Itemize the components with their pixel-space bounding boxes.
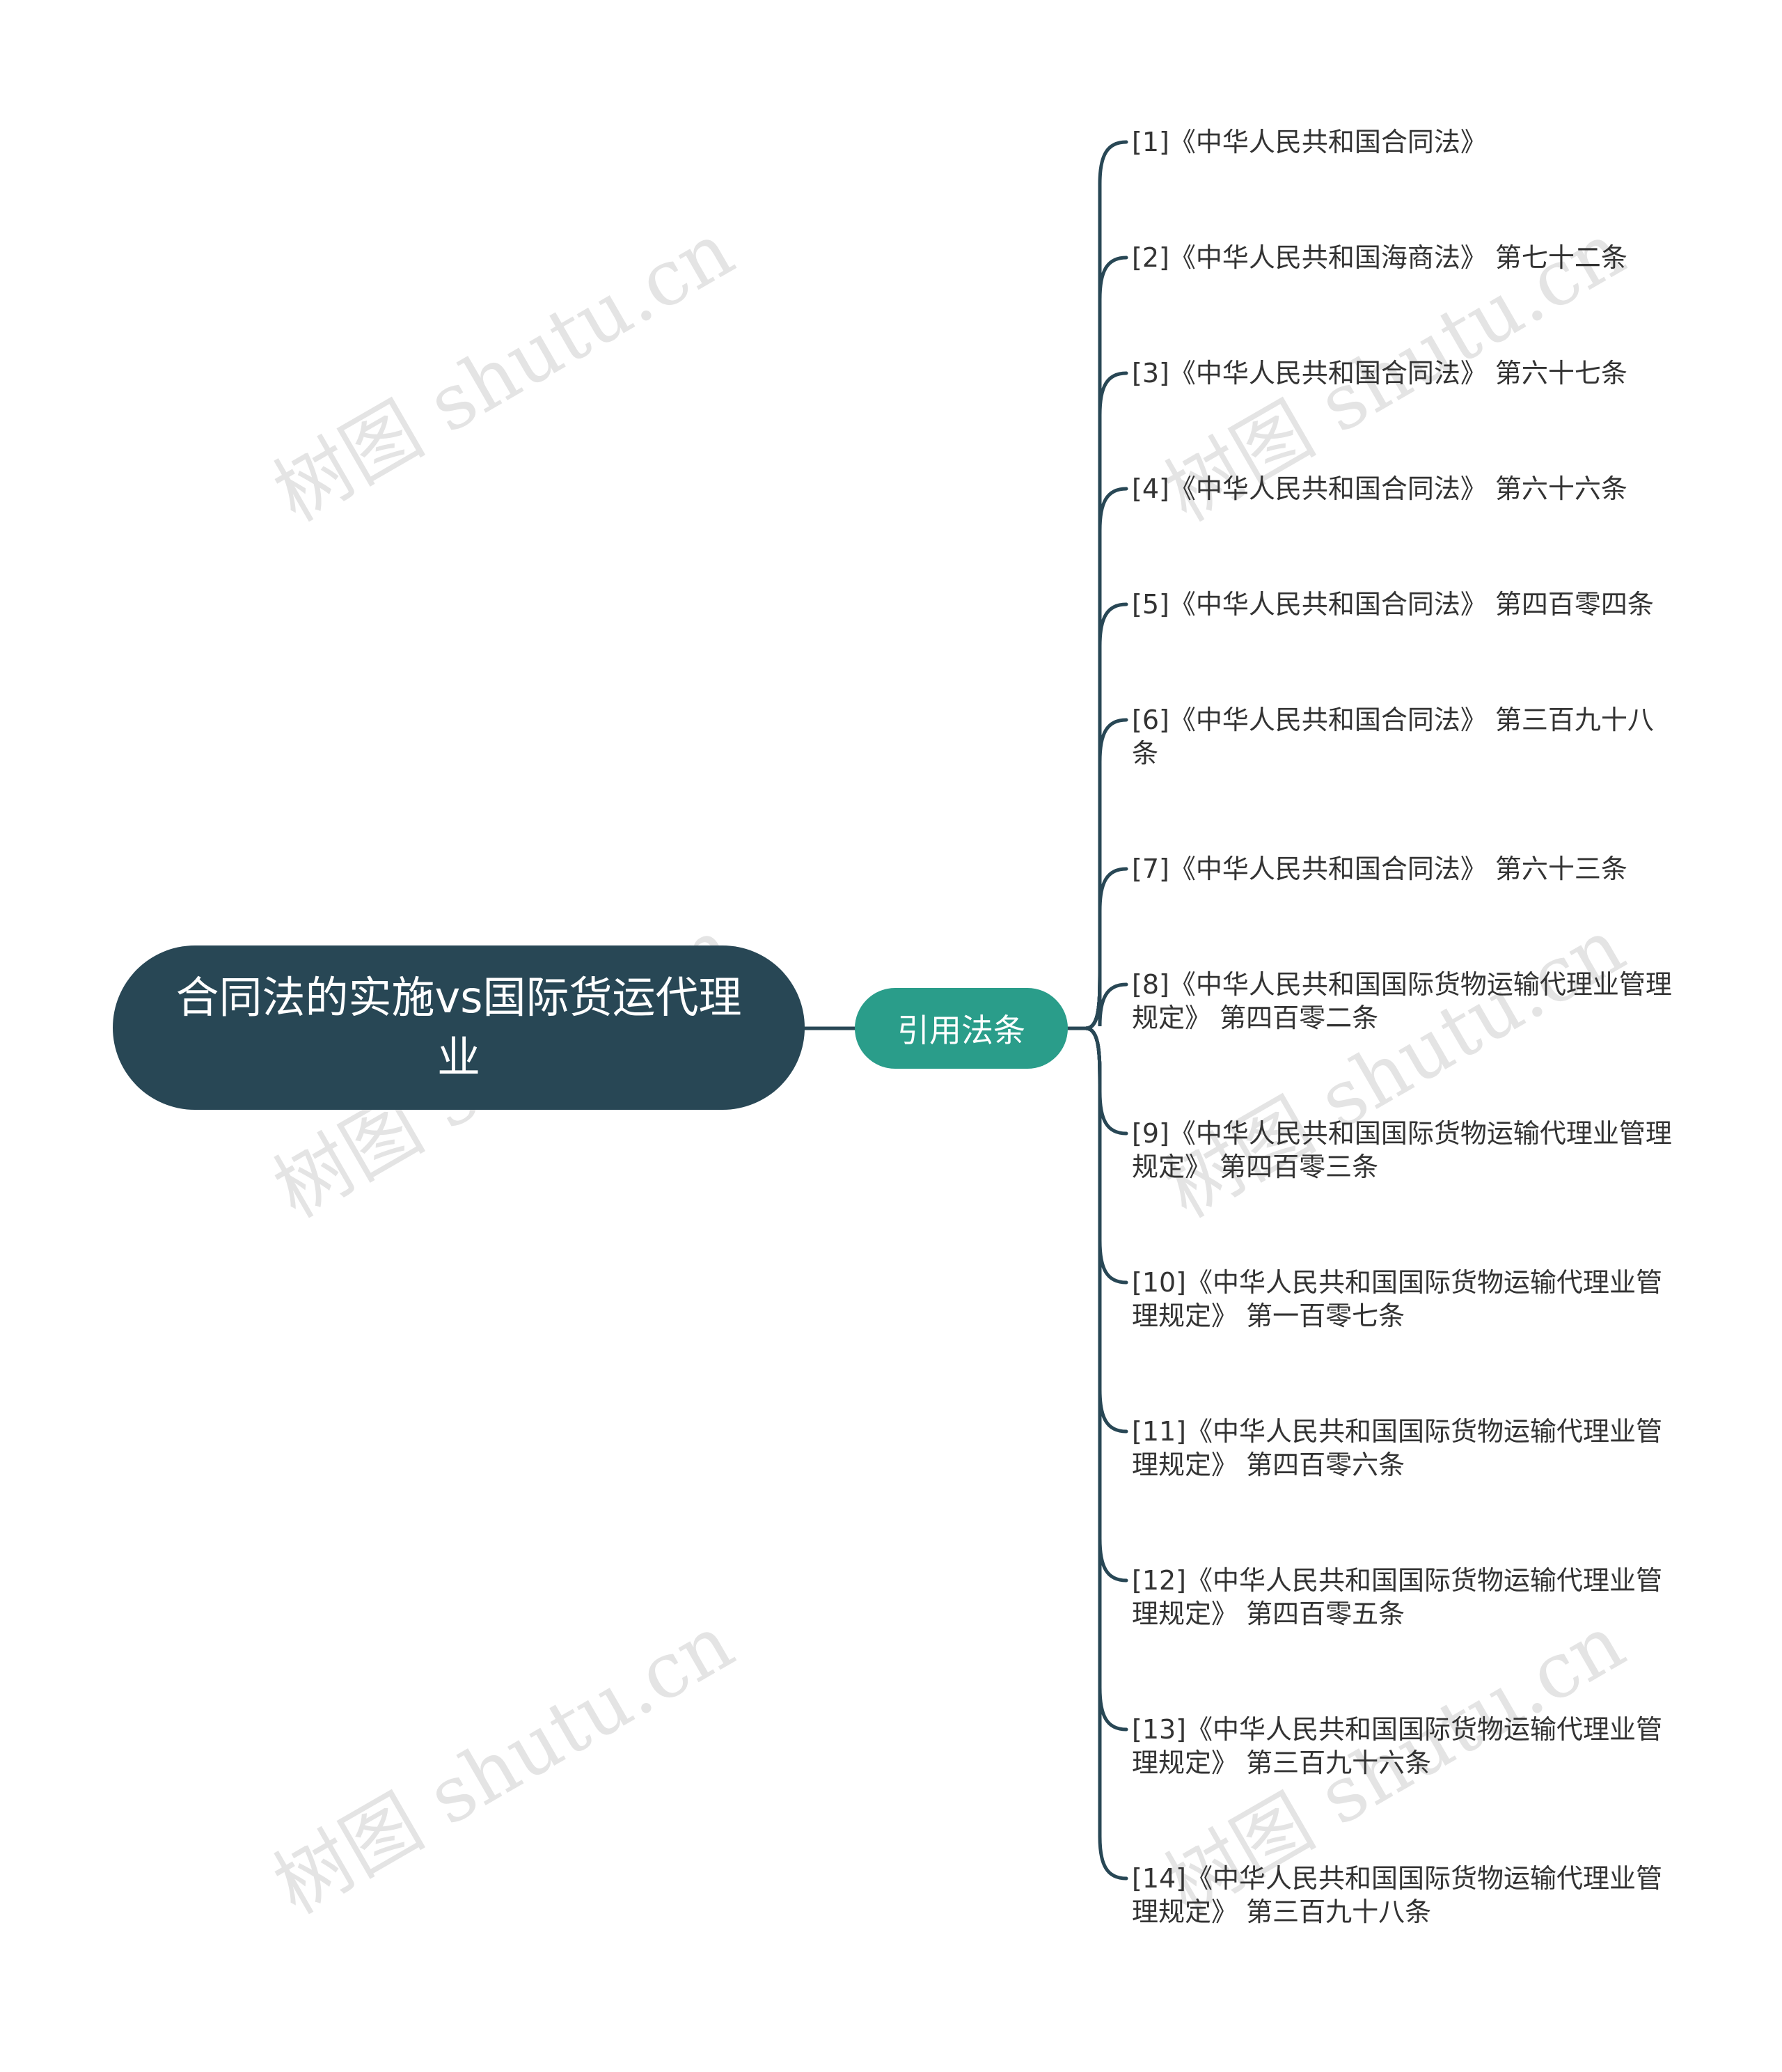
leaf-connector-6	[1084, 718, 1128, 1030]
branch-topic-label: 引用法条	[897, 1012, 1025, 1049]
leaf-topic-13[interactable]: [13]《中华人民共和国国际货物运输代理业管理规定》 第三百九十六条	[1132, 1714, 1663, 1778]
leaf-topic-7[interactable]: [7]《中华人民共和国合同法》 第六十三条	[1132, 854, 1627, 884]
branch-topic-node[interactable]: 引用法条	[855, 988, 1068, 1069]
leaf-connector-11	[1084, 1026, 1128, 1434]
leaf-topic-14[interactable]: [14]《中华人民共和国国际货物运输代理业管理规定》 第三百九十八条	[1132, 1863, 1663, 1927]
leaf-topic-4[interactable]: [4]《中华人民共和国合同法》 第六十六条	[1132, 473, 1627, 504]
root-topic-node[interactable]: 合同法的实施vs国际货运代理业	[113, 945, 805, 1110]
leaf-topic-5[interactable]: [5]《中华人民共和国合同法》 第四百零四条	[1132, 589, 1654, 620]
leaf-connector-7	[1084, 867, 1128, 1030]
leaf-connector-4	[1084, 487, 1128, 1030]
leaf-connector-8	[1084, 972, 1128, 1030]
leaf-topic-6[interactable]: [6]《中华人民共和国合同法》 第三百九十八条	[1132, 705, 1654, 769]
leaf-connector-1	[1084, 140, 1128, 1030]
leaf-connector-3	[1084, 371, 1128, 1030]
leaf-topic-9[interactable]: [9]《中华人民共和国国际货物运输代理业管理规定》 第四百零三条	[1132, 1118, 1672, 1182]
leaf-topic-8[interactable]: [8]《中华人民共和国国际货物运输代理业管理规定》 第四百零二条	[1132, 969, 1672, 1033]
leaf-topic-11[interactable]: [11]《中华人民共和国国际货物运输代理业管理规定》 第四百零六条	[1132, 1416, 1663, 1480]
leaf-topic-12[interactable]: [12]《中华人民共和国国际货物运输代理业管理规定》 第四百零五条	[1132, 1565, 1663, 1629]
root-topic-label: 合同法的实施vs国际货运代理业	[175, 972, 742, 1083]
leaf-connector-5	[1084, 602, 1128, 1030]
leaf-connector-14	[1084, 1026, 1128, 1881]
leaf-connector-9	[1084, 1026, 1128, 1136]
leaf-topic-10[interactable]: [10]《中华人民共和国国际货物运输代理业管理规定》 第一百零七条	[1132, 1267, 1663, 1331]
leaf-topic-3[interactable]: [3]《中华人民共和国合同法》 第六十七条	[1132, 358, 1627, 388]
leaf-connector-12	[1084, 1026, 1128, 1583]
leaf-connector-10	[1084, 1026, 1128, 1285]
leaf-topic-1[interactable]: [1]《中华人民共和国合同法》	[1132, 127, 1487, 157]
leaf-topic-2[interactable]: [2]《中华人民共和国海商法》 第七十二条	[1132, 242, 1627, 273]
